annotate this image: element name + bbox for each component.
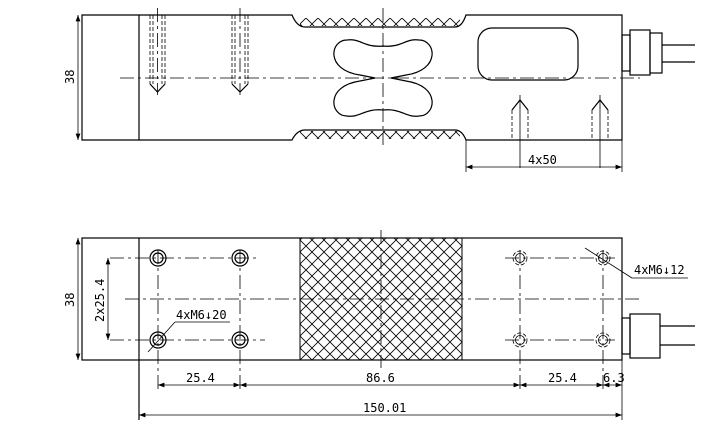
left-callout-leader: [147, 321, 176, 353]
hole-vertical-dim: 2x25.4: [93, 279, 107, 322]
hole-spacing-dim: 4x50: [528, 153, 557, 167]
top-cable-connector: [621, 29, 695, 76]
bottom-holes-right: [512, 250, 611, 348]
dim-4: 6.3: [603, 371, 625, 385]
bottom-height-dim: 38: [63, 293, 77, 307]
top-threaded-holes-right: [511, 95, 609, 168]
hole-centerlines: [110, 250, 615, 390]
top-threaded-holes-left: [149, 8, 249, 95]
top-hatch-lower: [300, 131, 460, 139]
dim-1: 25.4: [186, 371, 215, 385]
dim-3: 25.4: [548, 371, 577, 385]
dim-2: 86.6: [366, 371, 395, 385]
top-view: 38 4x50: [63, 8, 695, 172]
top-body-outline: [81, 14, 623, 141]
top-hatch-upper: [300, 18, 460, 26]
double-bending-beam-hole: [333, 39, 433, 117]
right-callout-leader: [584, 247, 633, 279]
bottom-cable-connector: [621, 313, 695, 359]
bottom-holes-left: [149, 249, 249, 349]
overall-length-dim: 150.01: [363, 401, 406, 415]
left-thread-callout: 4xM6↓20: [176, 308, 227, 322]
right-thread-callout: 4xM6↓12: [634, 263, 685, 277]
top-height-dim: 38: [63, 70, 77, 84]
bottom-view: 38 2x25.4 4xM6↓20 4xM6↓12 25.4 86.6 25.4…: [63, 230, 695, 420]
strain-gauge-cavity: [477, 27, 579, 81]
